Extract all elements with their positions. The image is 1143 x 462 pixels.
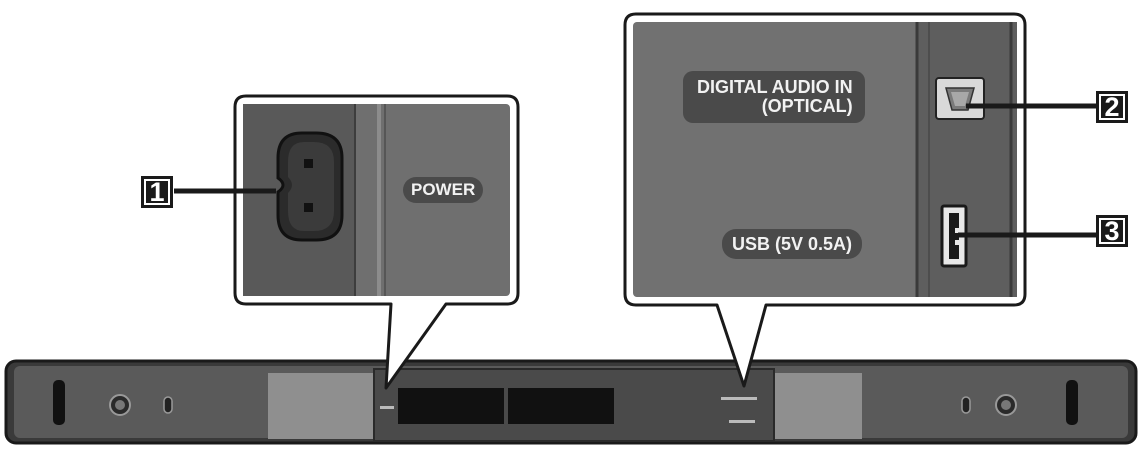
- key-slot-right: [961, 396, 971, 414]
- callout-badge-2: 2: [1096, 91, 1128, 123]
- key-slot-left: [163, 396, 173, 414]
- right-inset-panel: [774, 373, 862, 439]
- foot-slot-left: [53, 380, 65, 425]
- port-block-right: [508, 388, 614, 424]
- optical-label-line1: DIGITAL AUDIO IN: [697, 77, 853, 98]
- mini-power-mark: [380, 406, 394, 409]
- callout-badge-1: 1: [141, 176, 173, 208]
- usb-label: USB (5V 0.5A): [722, 229, 863, 259]
- power-label-text: POWER: [411, 180, 476, 200]
- power-label: POWER: [403, 177, 484, 203]
- left-inset-panel: [268, 373, 374, 439]
- soundbar-body: [4, 359, 1138, 445]
- connections-callout-panel: [623, 12, 1096, 388]
- foot-slot-right: [1066, 380, 1078, 425]
- optical-label: DIGITAL AUDIO IN (OPTICAL): [683, 71, 865, 123]
- power-callout-panel: [174, 94, 520, 390]
- callout-badge-3: 3: [1096, 215, 1128, 247]
- port-block-left: [398, 388, 504, 424]
- mini-usb-mark: [729, 420, 755, 423]
- usb-label-text: USB (5V 0.5A): [732, 233, 853, 254]
- optical-port: [935, 77, 985, 120]
- mini-optical-mark: [721, 397, 757, 400]
- power-port: [276, 131, 344, 242]
- optical-label-line2: (OPTICAL): [761, 96, 853, 116]
